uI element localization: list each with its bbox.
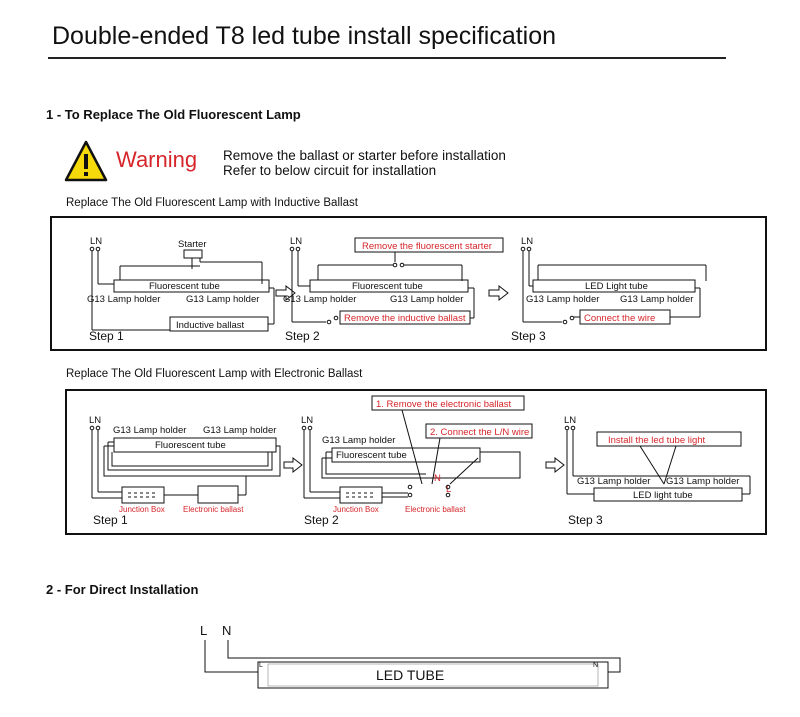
warning-line-1: Remove the ballast or starter before ins…	[223, 148, 506, 163]
holder-left-label: G13 Lamp holder	[526, 294, 599, 305]
holder-left-label: G13 Lamp holder	[577, 476, 650, 487]
callout-remove-ballast	[371, 395, 525, 411]
warning-triangle-icon	[64, 140, 108, 182]
electronic-ballast	[197, 485, 239, 504]
inductive-step-2: LN Remove the fluorescent starter Fluore…	[283, 236, 504, 343]
ln-label: LN	[564, 415, 576, 426]
title-underline	[48, 57, 726, 59]
ln-label: LN	[89, 415, 101, 426]
ln-label: LN	[301, 415, 313, 426]
n-label: N	[434, 473, 441, 484]
holder-left-label: G13 Lamp holder	[283, 294, 356, 305]
fluorescent-tube	[113, 279, 270, 293]
junction-label: Junction Box	[333, 505, 379, 514]
callout-text: 2. Connect the L/N wire	[430, 427, 529, 438]
junction-label: Junction Box	[119, 505, 165, 514]
tube-label: Fluorescent tube	[336, 450, 407, 461]
callout-text: Remove the inductive ballast	[344, 313, 466, 324]
section-1-heading: 1 - To Replace The Old Fluorescent Lamp	[46, 107, 301, 122]
ln-label: LN	[290, 236, 302, 247]
pin-l-label: L	[259, 662, 263, 669]
l-label: L	[446, 484, 451, 495]
led-tube-label: LED TUBE	[376, 667, 444, 683]
led-tube	[257, 661, 609, 689]
callout-text: Install the led tube light	[608, 435, 706, 446]
section-2-heading: 2 - For Direct Installation	[46, 582, 199, 597]
arrow-icon	[488, 284, 509, 302]
holder-left-label: G13 Lamp holder	[113, 425, 186, 436]
holder-right-label: G13 Lamp holder	[620, 294, 693, 305]
callout-connect-ln	[425, 423, 533, 439]
step-label: Step 1	[93, 513, 128, 527]
ballast-label: Inductive ballast	[176, 320, 244, 331]
callout-text: Connect the wire	[584, 313, 655, 324]
tube-label: Fluorescent tube	[155, 440, 226, 451]
direct-install-diagram: L N LED TUBE L N	[200, 623, 621, 689]
inductive-step-1: LN Starter Fluorescent tube G13 Lamp hol…	[87, 236, 275, 343]
tube-label: LED light tube	[633, 490, 693, 501]
ln-label: LN	[90, 236, 102, 247]
n-wire-label: N	[222, 623, 231, 638]
starter-label: Starter	[178, 239, 207, 250]
callout-text: 1. Remove the electronic ballast	[376, 399, 512, 410]
warning-label: Warning	[116, 147, 198, 172]
electronic-step-1: LN G13 Lamp holder G13 Lamp holder Fluor…	[89, 415, 281, 527]
tube-label: Fluorescent tube	[149, 281, 220, 292]
junction-box	[121, 486, 165, 504]
electronic-panel	[65, 389, 767, 535]
step-label: Step 2	[304, 513, 339, 527]
inductive-step-3: LN LED Light tube G13 Lamp holder G13 La…	[511, 236, 707, 343]
arrow-icon	[283, 456, 303, 474]
junction-box	[339, 486, 383, 504]
arrow-icon	[275, 284, 296, 302]
tube-label: LED Light tube	[585, 281, 648, 292]
ballast-label: Electronic ballast	[405, 505, 466, 514]
warning-line-2: Refer to below circuit for installation	[223, 163, 437, 178]
step-label: Step 2	[285, 329, 320, 343]
step-label: Step 1	[89, 329, 124, 343]
l-wire-label: L	[200, 623, 207, 638]
inductive-panel	[50, 216, 767, 351]
holder-right-label: G13 Lamp holder	[666, 476, 739, 487]
ballast-label: Electronic ballast	[183, 505, 244, 514]
callout-remove-starter	[354, 237, 504, 253]
ln-label: LN	[521, 236, 533, 247]
pin-n-label: N	[593, 662, 598, 669]
fluorescent-tube	[113, 437, 277, 453]
electronic-caption: Replace The Old Fluorescent Lamp with El…	[66, 368, 363, 380]
holder-left-label: G13 Lamp holder	[87, 294, 160, 305]
fluorescent-tube	[331, 447, 481, 463]
step-label: Step 3	[511, 329, 546, 343]
page-title: Double-ended T8 led tube install specifi…	[52, 22, 557, 50]
arrow-icon	[545, 456, 565, 474]
electronic-step-2: LN 1. Remove the electronic ballast 2. C…	[301, 395, 533, 527]
inductive-caption: Replace The Old Fluorescent Lamp with In…	[66, 197, 358, 209]
starter-box	[183, 249, 203, 259]
holder-left-label: G13 Lamp holder	[322, 435, 395, 446]
tube-label: Fluorescent tube	[352, 281, 423, 292]
holder-right-label: G13 Lamp holder	[186, 294, 259, 305]
electronic-step-3: LN Install the led tube light G13 Lamp h…	[564, 415, 751, 527]
holder-right-label: G13 Lamp holder	[203, 425, 276, 436]
holder-right-label: G13 Lamp holder	[390, 294, 463, 305]
step-label: Step 3	[568, 513, 603, 527]
callout-install-led	[596, 431, 742, 447]
callout-text: Remove the fluorescent starter	[362, 241, 492, 252]
